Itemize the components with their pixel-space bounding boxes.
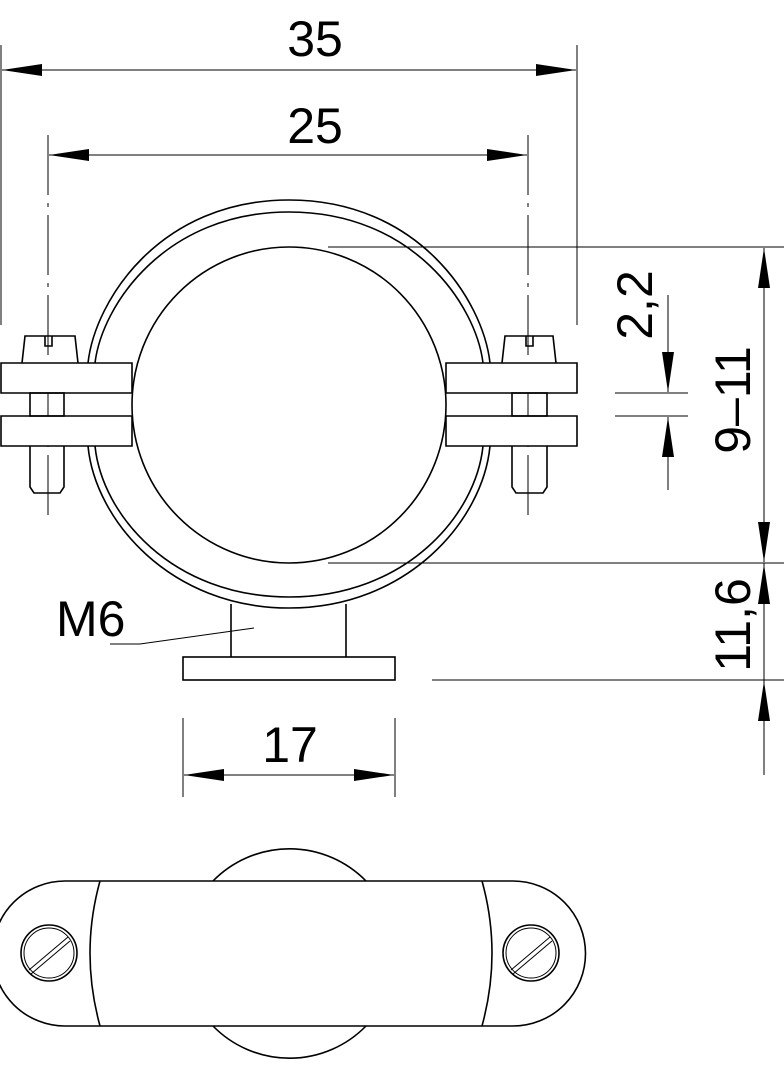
left-bolt — [21, 335, 79, 494]
dimension-9-11: 9–11 — [328, 246, 784, 564]
dimension-11-6: 11,6 — [432, 563, 784, 775]
dimension-label-35: 35 — [287, 11, 343, 67]
pipe-clamp-front-view — [0, 199, 578, 681]
dimension-label-17: 17 — [262, 717, 318, 773]
base-plate — [182, 656, 396, 681]
dimension-2-2: 2,2 — [607, 270, 688, 490]
dimension-label-11-6: 11,6 — [705, 578, 761, 672]
right-screw-head — [502, 924, 560, 982]
dimension-label-25: 25 — [287, 98, 343, 154]
dimension-25: 25 — [47, 98, 529, 520]
dimension-label-9-11: 9–11 — [705, 346, 761, 454]
pipe-clamp-top-view — [0, 848, 587, 1059]
dimension-17: 17 — [182, 717, 396, 797]
dimension-label-2-2: 2,2 — [607, 270, 663, 340]
dimension-35: 35 — [0, 11, 578, 325]
right-bolt — [501, 335, 557, 494]
thread-label: M6 — [56, 591, 125, 647]
thread-callout: M6 — [56, 591, 255, 647]
left-screw-head — [20, 924, 78, 982]
